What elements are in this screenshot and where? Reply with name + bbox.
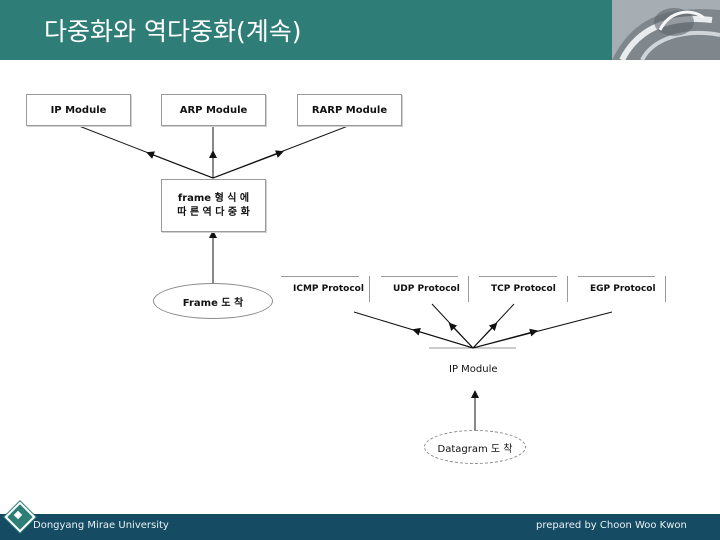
logo-graphic — [612, 0, 720, 60]
slide-title: 다중화와 역다중화(계속) — [44, 17, 302, 46]
arrow-rarp — [212, 150, 284, 179]
demux-line-2: 따 른 역 다 중 화 — [177, 206, 250, 218]
protocol-tcp: TCP Protocol — [479, 276, 568, 302]
slide-header: 다중화와 역다중화(계속) — [0, 0, 612, 60]
datagram-arrival-ellipse: Datagram 도 착 — [424, 430, 526, 464]
arrow-tcp — [472, 322, 498, 349]
frame-arrival-ellipse: Frame 도 착 — [153, 283, 273, 319]
logo-swirl-icon — [612, 0, 720, 60]
protocol-egp: EGP Protocol — [578, 276, 666, 302]
module-label-arp: ARP Module — [179, 104, 248, 116]
right-margin — [612, 60, 720, 514]
ip-module-label: IP Module — [449, 364, 498, 375]
protocol-icmp: ICMP Protocol — [281, 276, 370, 302]
arrow-ip — [146, 151, 214, 179]
module-box-ip: IP Module — [26, 94, 131, 126]
arrow-udp — [448, 322, 474, 349]
footer-university: Dongyang Mirae University — [33, 520, 169, 531]
protocol-label-icmp: ICMP Protocol — [293, 284, 364, 294]
protocol-label-tcp: TCP Protocol — [491, 284, 556, 294]
slide-footer — [0, 514, 720, 540]
protocol-label-udp: UDP Protocol — [393, 284, 460, 294]
module-label-ip: IP Module — [50, 104, 107, 116]
module-box-arp: ARP Module — [161, 94, 266, 126]
datagram-arrival-label: Datagram 도 착 — [437, 443, 513, 455]
arrow-egp — [472, 328, 538, 349]
arrow-icmp — [412, 327, 474, 349]
demux-line-1: frame 형 식 에 — [177, 192, 250, 204]
protocol-udp: UDP Protocol — [381, 276, 469, 302]
module-box-rarp: RARP Module — [297, 94, 402, 126]
demux-box: frame 형 식 에 따 른 역 다 중 화 — [161, 179, 266, 232]
module-label-rarp: RARP Module — [311, 104, 388, 116]
frame-arrival-label: Frame 도 착 — [182, 297, 244, 309]
protocol-label-egp: EGP Protocol — [590, 284, 656, 294]
footer-author: prepared by Choon Woo Kwon — [536, 520, 687, 531]
